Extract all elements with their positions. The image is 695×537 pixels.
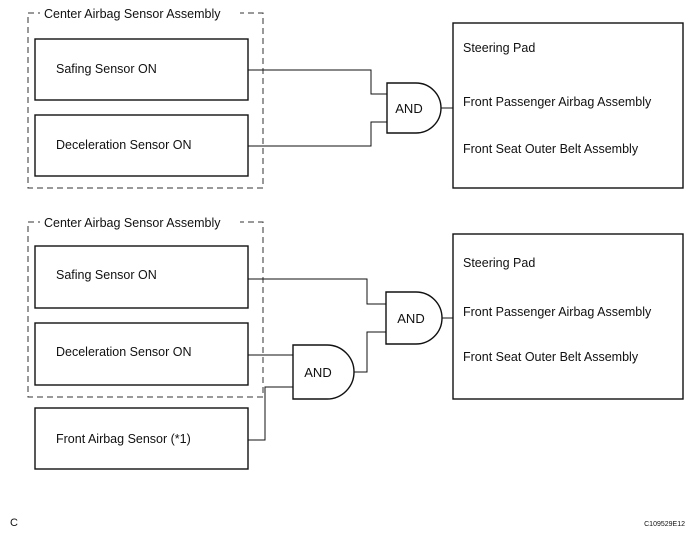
top-safing-wire — [248, 69, 387, 95]
bottom-output-box — [452, 233, 684, 400]
bottom-first-and-gate — [292, 344, 355, 400]
top-group-label-background — [40, 6, 240, 22]
bottom-group-label-background — [40, 215, 240, 231]
bottom-second-and-gate-label: AND — [397, 311, 424, 326]
top-safing-sensor-box — [34, 38, 249, 101]
bottom-group-label: Center Airbag Sensor Assembly — [44, 216, 221, 230]
top-sensor-assembly-group — [27, 12, 264, 189]
bottom-diagram: Center Airbag Sensor Assembly Safing Sen… — [27, 215, 684, 470]
bottom-sensor-assembly-group — [27, 221, 264, 398]
top-and-gate — [386, 82, 442, 134]
top-deceleration-sensor-label: Deceleration Sensor ON — [56, 138, 191, 152]
bottom-safing-sensor-label: Safing Sensor ON — [56, 268, 157, 282]
bottom-safing-sensor-box — [34, 245, 249, 309]
front-airbag-sensor-label: Front Airbag Sensor (*1) — [56, 432, 191, 446]
top-deceleration-wire — [248, 121, 387, 147]
front-airbag-sensor-wire — [248, 386, 293, 441]
bottom-safing-wire — [248, 278, 386, 305]
bottom-output-steering-pad: Steering Pad — [463, 256, 535, 270]
top-diagram: Center Airbag Sensor Assembly Safing Sen… — [27, 6, 684, 189]
top-group-label: Center Airbag Sensor Assembly — [44, 7, 221, 21]
bottom-deceleration-sensor-box — [34, 322, 249, 386]
bottom-output-seat-belt: Front Seat Outer Belt Assembly — [463, 350, 639, 364]
top-safing-sensor-label: Safing Sensor ON — [56, 62, 157, 76]
top-output-passenger-airbag: Front Passenger Airbag Assembly — [463, 95, 652, 109]
corner-letter: C — [10, 517, 18, 529]
top-output-seat-belt: Front Seat Outer Belt Assembly — [463, 142, 639, 156]
top-output-box — [452, 22, 684, 189]
bottom-first-and-gate-label: AND — [304, 365, 331, 380]
bottom-output-passenger-airbag: Front Passenger Airbag Assembly — [463, 305, 652, 319]
bottom-second-and-gate — [385, 291, 443, 345]
bottom-first-gate-output-wire — [354, 331, 386, 373]
top-output-steering-pad: Steering Pad — [463, 41, 535, 55]
front-airbag-sensor-box — [34, 407, 249, 470]
top-and-gate-label: AND — [395, 101, 422, 116]
bottom-deceleration-sensor-label: Deceleration Sensor ON — [56, 345, 191, 359]
figure-code: C109529E12 — [644, 521, 685, 528]
